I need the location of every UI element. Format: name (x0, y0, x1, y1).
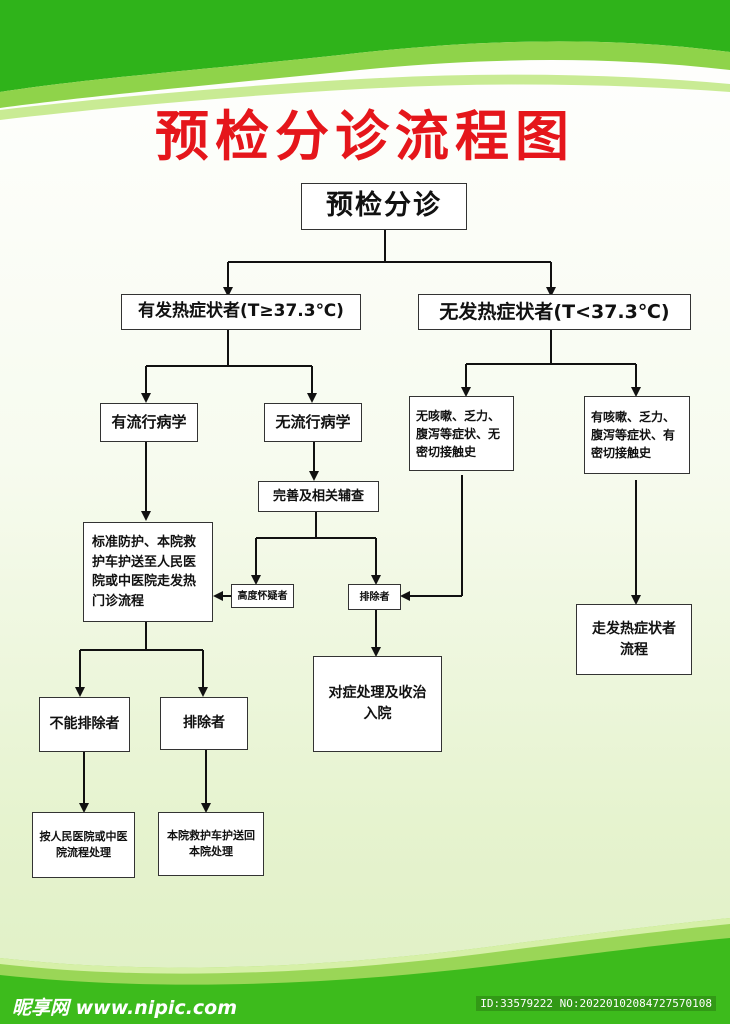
no-symptoms-label: 无咳嗽、乏力、腹泻等症状、无密切接触史 (416, 408, 501, 459)
return-hospital-node: 本院救护车护送回本院处理 (158, 812, 264, 876)
has-symptoms-node: 有咳嗽、乏力、腹泻等症状、有密切接触史 (584, 396, 690, 474)
fever-flow-node: 走发热症状者流程 (576, 604, 692, 675)
has-symptoms-label: 有咳嗽、乏力、腹泻等症状、有密切接触史 (591, 410, 676, 460)
people-hospital-label: 按人民医院或中医院流程处理 (39, 829, 128, 860)
fever-node: 有发热症状者(T≥37.3℃) (121, 294, 361, 330)
fever-node-label: 有发热症状者(T≥37.3℃) (138, 301, 344, 322)
excluded-left-label: 排除者 (183, 715, 225, 731)
watermark-id: ID:33579222 NO:20220102084727570108 (476, 996, 716, 1011)
epi-no-node: 无流行病学 (264, 403, 362, 442)
standard-label: 标准防护、本院救护车护送至人民医院或中医院走发热门诊流程 (92, 535, 197, 609)
no-fever-node-label: 无发热症状者(T<37.3℃) (439, 300, 670, 323)
epi-yes-node: 有流行病学 (100, 403, 198, 442)
cannot-exclude-label: 不能排除者 (49, 716, 120, 732)
suspect-node: 高度怀疑者 (231, 584, 294, 608)
suspect-label: 高度怀疑者 (237, 590, 288, 602)
treat-node: 对症处理及收治入院 (313, 656, 442, 752)
excluded-mid-label: 排除者 (359, 591, 390, 603)
fever-flow-label: 走发热症状者流程 (592, 620, 676, 658)
no-fever-node: 无发热症状者(T<37.3℃) (418, 294, 691, 330)
page-title: 预检分诊流程图 (155, 105, 575, 168)
top-wave-decoration (0, 0, 730, 120)
people-hospital-node: 按人民医院或中医院流程处理 (32, 812, 135, 878)
cannot-exclude-node: 不能排除者 (39, 697, 130, 752)
improve-label: 完善及相关辅查 (272, 488, 364, 504)
watermark-brand: 昵享网 www.nipic.com (12, 997, 238, 1019)
return-hospital-label: 本院救护车护送回本院处理 (167, 828, 255, 859)
excluded-left-node: 排除者 (160, 697, 248, 750)
improve-node: 完善及相关辅查 (258, 481, 379, 512)
epi-yes-label: 有流行病学 (111, 413, 187, 432)
epi-no-label: 无流行病学 (275, 413, 351, 432)
no-symptoms-node: 无咳嗽、乏力、腹泻等症状、无密切接触史 (409, 396, 514, 471)
standard-node: 标准防护、本院救护车护送至人民医院或中医院走发热门诊流程 (83, 522, 213, 622)
start-node: 预检分诊 (301, 183, 467, 230)
excluded-mid-node: 排除者 (348, 584, 401, 610)
start-node-label: 预检分诊 (326, 190, 442, 222)
treat-label: 对症处理及收治入院 (328, 685, 427, 722)
